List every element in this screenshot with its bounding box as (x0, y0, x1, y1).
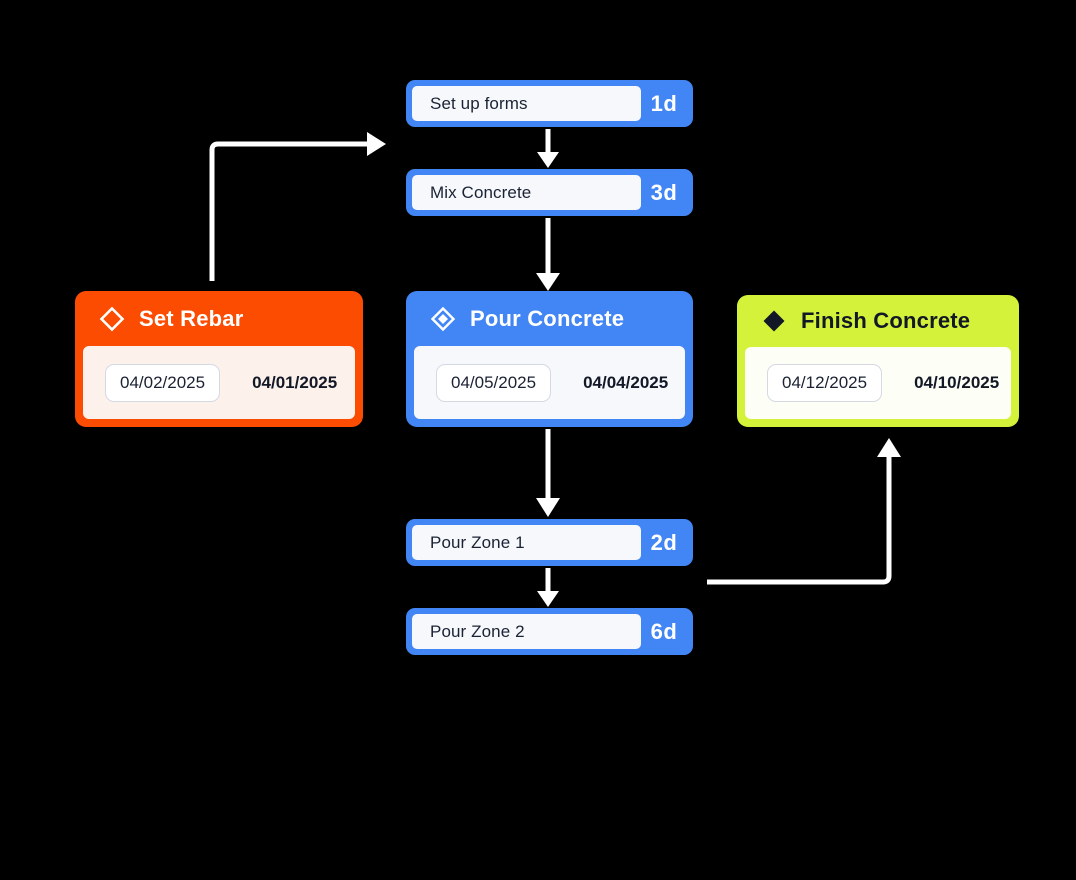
milestone-card-pour-concrete[interactable]: Pour Concrete 04/05/2025 04/04/2025 (406, 291, 693, 427)
connector-set-rebar-to-set-up-forms (209, 132, 386, 281)
task-bar-duration: 2d (650, 529, 678, 555)
diamond-outline-icon (99, 306, 125, 332)
milestone-body: 04/05/2025 04/04/2025 (414, 346, 685, 419)
task-bar-label: Mix Concrete (412, 175, 641, 210)
milestone-planned-date-pill[interactable]: 04/02/2025 (105, 363, 221, 402)
connector-pour-concrete-to-pour-zone-1 (536, 429, 560, 517)
task-bar-mix-concrete[interactable]: Mix Concrete 3d (406, 169, 693, 216)
task-bar-pour-zone-2[interactable]: Pour Zone 2 6d (406, 608, 693, 655)
diamond-double-icon (430, 306, 456, 332)
task-bar-duration: 1d (650, 90, 678, 116)
milestone-body: 04/02/2025 04/01/2025 (83, 346, 355, 419)
diamond-filled-icon (761, 308, 787, 334)
milestone-planned-date-pill[interactable]: 04/05/2025 (436, 363, 552, 402)
task-bar-duration: 6d (650, 618, 678, 644)
milestone-title: Pour Concrete (470, 305, 625, 331)
connector-pour-zone-1-to-pour-zone-2 (537, 568, 559, 607)
milestone-card-set-rebar[interactable]: Set Rebar 04/02/2025 04/01/2025 (75, 291, 363, 427)
task-bar-pour-zone-1[interactable]: Pour Zone 1 2d (406, 519, 693, 566)
milestone-header: Pour Concrete (406, 291, 693, 346)
connector-pour-zone-1-to-finish-concrete (707, 438, 901, 585)
task-bar-label: Pour Zone 2 (412, 614, 641, 649)
milestone-header: Finish Concrete (737, 295, 1019, 347)
milestone-title: Set Rebar (139, 305, 244, 331)
task-bar-label: Pour Zone 1 (412, 525, 641, 560)
connector-set-up-forms-to-mix-concrete (537, 129, 559, 168)
connector-mix-concrete-to-pour-concrete (536, 218, 560, 291)
milestone-header: Set Rebar (75, 291, 363, 346)
task-bar-label: Set up forms (412, 86, 641, 121)
milestone-title: Finish Concrete (801, 308, 971, 333)
milestone-baseline-date: 04/10/2025 (914, 373, 1000, 392)
milestone-planned-date-pill[interactable]: 04/12/2025 (767, 364, 883, 402)
milestone-baseline-date: 04/01/2025 (252, 372, 338, 392)
milestone-card-finish-concrete[interactable]: Finish Concrete 04/12/2025 04/10/2025 (737, 295, 1019, 427)
task-bar-set-up-forms[interactable]: Set up forms 1d (406, 80, 693, 127)
milestone-baseline-date: 04/04/2025 (583, 372, 669, 392)
milestone-body: 04/12/2025 04/10/2025 (745, 347, 1011, 419)
task-bar-duration: 3d (650, 179, 678, 205)
